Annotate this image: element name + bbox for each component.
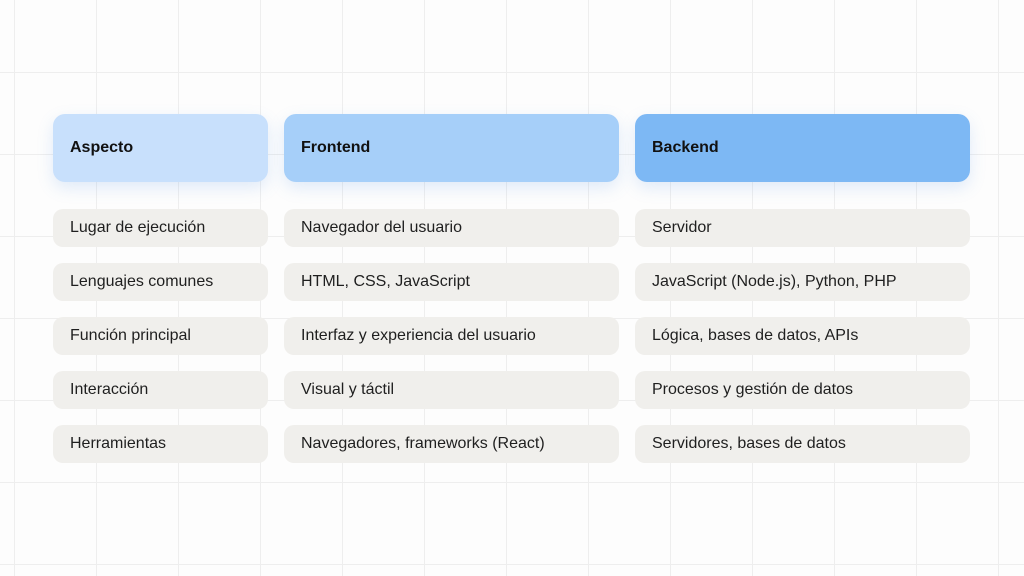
table-cell-frontend: Navegador del usuario: [284, 209, 619, 247]
table-cell-frontend: Visual y táctil: [284, 371, 619, 409]
table-row: Interacción Visual y táctil Procesos y g…: [53, 371, 971, 409]
table-cell-aspecto: Herramientas: [53, 425, 268, 463]
table-row: Herramientas Navegadores, frameworks (Re…: [53, 425, 971, 463]
table-header-row: Aspecto Frontend Backend: [53, 114, 971, 182]
table-cell-backend: Procesos y gestión de datos: [635, 371, 970, 409]
table-cell-backend: JavaScript (Node.js), Python, PHP: [635, 263, 970, 301]
table-cell-frontend: HTML, CSS, JavaScript: [284, 263, 619, 301]
table-row: Lenguajes comunes HTML, CSS, JavaScript …: [53, 263, 971, 301]
table-body: Lugar de ejecución Navegador del usuario…: [53, 209, 971, 463]
table-cell-backend: Servidor: [635, 209, 970, 247]
header-aspecto: Aspecto: [53, 114, 268, 182]
table-cell-frontend: Interfaz y experiencia del usuario: [284, 317, 619, 355]
table-cell-aspecto: Interacción: [53, 371, 268, 409]
table-cell-backend: Lógica, bases de datos, APIs: [635, 317, 970, 355]
table-cell-aspecto: Función principal: [53, 317, 268, 355]
table-cell-aspecto: Lenguajes comunes: [53, 263, 268, 301]
header-frontend: Frontend: [284, 114, 619, 182]
table-cell-frontend: Navegadores, frameworks (React): [284, 425, 619, 463]
table-cell-backend: Servidores, bases de datos: [635, 425, 970, 463]
header-backend: Backend: [635, 114, 970, 182]
table-row: Función principal Interfaz y experiencia…: [53, 317, 971, 355]
table-cell-aspecto: Lugar de ejecución: [53, 209, 268, 247]
comparison-table: Aspecto Frontend Backend Lugar de ejecuc…: [53, 114, 971, 479]
table-row: Lugar de ejecución Navegador del usuario…: [53, 209, 971, 247]
